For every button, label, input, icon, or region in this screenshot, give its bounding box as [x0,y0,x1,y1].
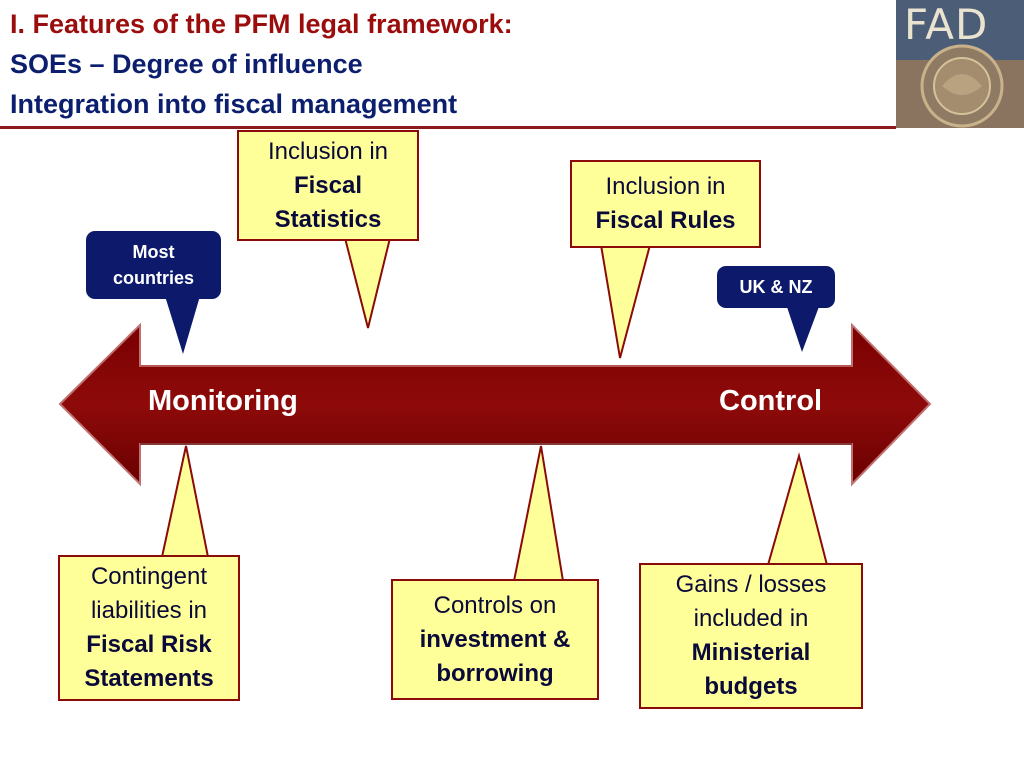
tail-fiscal-risk [160,445,210,558]
callout-most-countries-line1: Most [132,242,175,262]
control-label: Control [719,385,823,417]
callout-fiscal-rules: Inclusion in Fiscal Rules [570,160,761,248]
callout-most-countries-line2: countries [112,268,195,288]
callout-ministerial-line3: Ministerial [691,639,811,666]
imf-seal-icon [896,0,1024,128]
callout-investment-line3: borrowing [436,659,554,687]
callout-fiscal-rules-line1: Inclusion in [605,173,726,200]
tail-fiscal-statistics [343,237,392,329]
callout-fiscal-risk-line3: Fiscal Risk [86,631,212,658]
callout-fiscal-risk-line2: liabilities in [90,597,208,624]
tail-fiscal-rules [599,244,652,359]
callout-investment-line1: Controls on [433,591,557,619]
callout-uk-nz: UK & NZ [717,266,835,308]
fad-logo: FAD [896,0,1024,128]
callout-ministerial-line4: budgets [704,673,798,700]
callout-fiscal-risk-line1: Contingent [90,563,208,590]
callout-ministerial-line2: included in [693,605,809,632]
callout-fiscal-statistics: Inclusion in Fiscal Statistics [237,130,419,241]
logo-text: FAD [904,0,989,49]
tail-investment-borrowing [512,445,565,582]
tail-ministerial-budgets [766,452,829,566]
callout-investment-line2: investment & [419,625,571,653]
monitoring-label: Monitoring [148,385,298,417]
callout-fiscal-statistics-line3: Statistics [274,205,382,233]
callout-investment-borrowing: Controls on investment & borrowing [391,579,599,700]
navy-tail-most-countries [165,296,200,354]
callout-fiscal-risk-statements: Contingent liabilities in Fiscal Risk St… [58,555,240,701]
navy-tail-uk-nz [786,304,820,352]
callout-ministerial-budgets: Gains / losses included in Ministerial b… [639,563,863,709]
title-line-3: Integration into fiscal management [10,89,458,119]
callout-fiscal-statistics-line1: Inclusion in [267,137,389,165]
callout-ministerial-line1: Gains / losses [675,571,827,598]
double-headed-arrow [58,322,932,487]
slide-title: I. Features of the PFM legal framework: … [10,4,513,124]
title-divider [0,126,896,129]
callout-fiscal-risk-line4: Statements [84,665,214,692]
title-line-2: SOEs – Degree of influence [10,49,363,79]
callout-uk-nz-line1: UK & NZ [739,277,813,297]
title-line-1: I. Features of the PFM legal framework: [10,9,513,39]
callout-fiscal-statistics-line2: Fiscal [293,171,363,199]
callout-fiscal-rules-line2: Fiscal Rules [595,207,736,234]
callout-most-countries: Most countries [86,231,221,299]
